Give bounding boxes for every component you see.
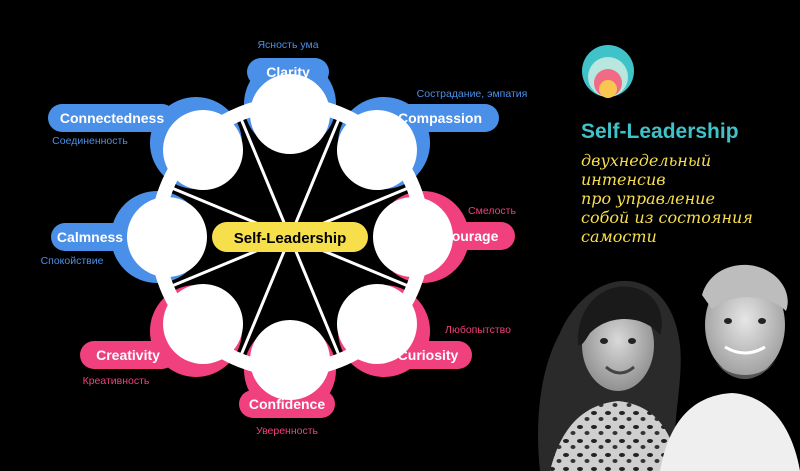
node-sublabel: Любопытство bbox=[445, 324, 511, 336]
node-label: Courage bbox=[442, 228, 499, 244]
node-label: Creativity bbox=[96, 347, 160, 363]
wheel-node-circle bbox=[127, 197, 207, 277]
node-pill bbox=[381, 104, 499, 132]
node-pill bbox=[80, 341, 176, 369]
wheel-spoke bbox=[288, 119, 340, 238]
node-pill bbox=[239, 390, 335, 418]
node-label: Clarity bbox=[266, 64, 310, 80]
wheel bbox=[127, 74, 453, 400]
node-pill bbox=[48, 104, 176, 132]
wheel-node-circle bbox=[163, 110, 244, 191]
node-pill bbox=[51, 223, 129, 251]
man-portrait-photo-icon bbox=[660, 264, 800, 471]
tagline-line: интенсив bbox=[581, 170, 666, 189]
center-label: Self-Leadership bbox=[234, 230, 347, 247]
center-label-pill bbox=[212, 222, 368, 252]
wheel-node-circle bbox=[250, 320, 330, 400]
node-sublabel: Смелость bbox=[468, 205, 516, 217]
concentric-circles-logo-icon bbox=[582, 45, 634, 98]
wheel-spoke bbox=[240, 119, 292, 238]
wheel-node-circle bbox=[336, 283, 417, 364]
tagline-line: про управление bbox=[581, 189, 715, 208]
tagline-line: собой из состояния bbox=[581, 208, 753, 227]
node-label: Compassion bbox=[398, 110, 482, 126]
brand-tagline: двухнедельный интенсив про управление со… bbox=[581, 151, 791, 246]
wheel-node-circle bbox=[163, 283, 244, 364]
node-label: Calmness bbox=[57, 229, 123, 245]
node-label: Confidence bbox=[249, 396, 325, 412]
node-sublabel: Креативность bbox=[83, 375, 150, 387]
wheel-hub: Self-Leadership bbox=[212, 222, 368, 252]
woman-portrait-photo-icon bbox=[538, 280, 681, 471]
node-sublabel: Ясность ума bbox=[257, 39, 318, 51]
wheel-spoke bbox=[240, 236, 292, 355]
wheel-node-circle bbox=[250, 74, 330, 154]
node-label: Curiosity bbox=[398, 347, 459, 363]
node-sublabel: Уверенность bbox=[256, 425, 319, 437]
wheel-node-circle bbox=[336, 110, 417, 191]
node-sublabel: Соединенность bbox=[52, 135, 128, 147]
hosts-photo bbox=[538, 264, 800, 471]
tagline-line: двухнедельный bbox=[581, 151, 712, 170]
tagline-line: самости bbox=[581, 227, 657, 246]
node-label: Connectedness bbox=[60, 110, 164, 126]
wheel-spoke bbox=[288, 236, 340, 355]
node-sublabel: Сострадание, эмпатия bbox=[417, 88, 528, 100]
brand-title: Self-Leadership bbox=[581, 120, 739, 143]
node-sublabel: Спокойствие bbox=[41, 255, 104, 267]
wheel-node-circle bbox=[373, 197, 453, 277]
